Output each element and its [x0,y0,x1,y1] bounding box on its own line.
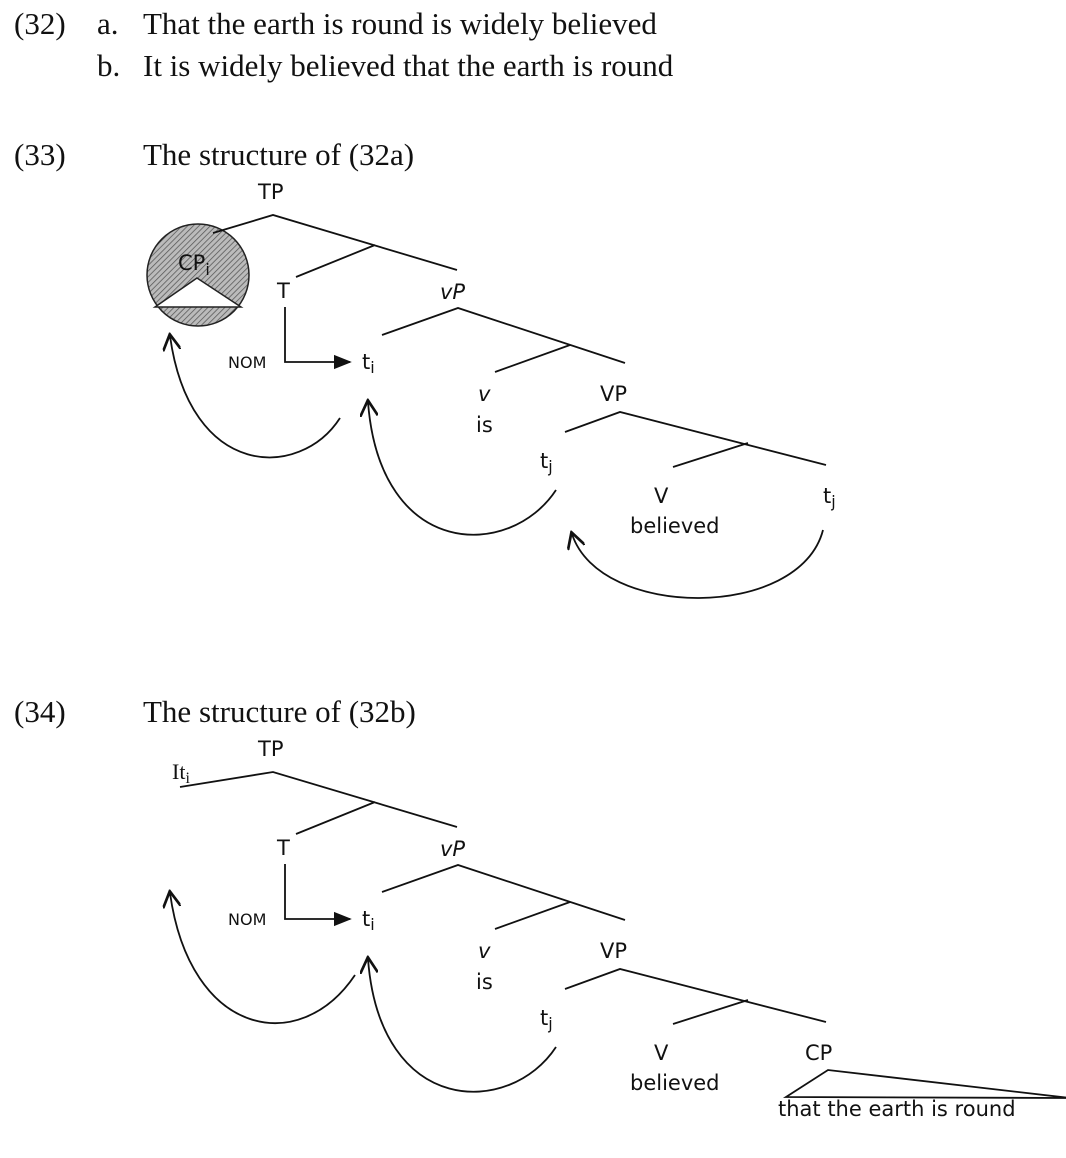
movement-arrow [368,959,557,1093]
node-trace-j: tj [540,1006,553,1033]
node-trace-j-object: tj [823,484,836,511]
highlight-circle [146,223,250,327]
node-cp: CPi [178,251,210,279]
movement-arrow [368,402,557,536]
example-number: (34) [14,694,66,729]
node-trace-i: ti [362,350,375,377]
tree-32b: TP Iti T vP NOM ti v is VP tj V believed… [170,737,1066,1121]
caption: The structure of (32a) [143,137,414,172]
node-v-small: v [478,382,491,406]
triangle [152,277,244,308]
caption: The structure of (32b) [143,694,416,729]
node-it: Iti [172,759,190,787]
nom-arrow [284,864,352,927]
example-number: (33) [14,137,66,172]
node-t: T [276,836,290,860]
branches [179,771,458,835]
word-is: is [476,970,493,994]
node-t: T [276,279,290,303]
example-number: (32) [14,6,66,41]
node-cp: CP [805,1041,832,1065]
node-trace-i: ti [362,907,375,934]
nom-label: NOM [228,910,266,929]
word-is: is [476,413,493,437]
sentence-b: It is widely believed that the earth is … [143,48,674,83]
branches [381,307,626,373]
movement-arrow [572,530,824,599]
node-tp: TP [257,180,284,204]
branches [564,968,827,1025]
word-believed: believed [630,1071,720,1095]
cp-triangle [782,1069,1066,1099]
node-tp: TP [257,737,284,761]
word-believed: believed [630,514,720,538]
branches [212,214,458,278]
node-vp-small: vP [440,837,465,861]
node-vp-small: vP [440,280,465,304]
node-v-small: v [478,939,491,963]
nom-arrow [284,307,352,370]
node-vp: VP [600,382,627,406]
cp-content: that the earth is round [778,1097,1016,1121]
movement-arrow [170,336,341,459]
tree-32a: CPi TP T vP NOM ti v is VP tj V believed… [146,180,836,599]
branches [381,864,626,930]
branches [564,411,827,468]
node-trace-j: tj [540,449,553,476]
movement-arrow [170,893,356,1024]
item-label-b: b. [97,48,120,83]
node-vp: VP [600,939,627,963]
node-v: V [654,484,669,508]
node-v: V [654,1041,669,1065]
nom-label: NOM [228,353,266,372]
sentence-a: That the earth is round is widely believ… [143,6,657,41]
example-32: (32) a. That the earth is round is widel… [14,6,674,83]
item-label-a: a. [97,6,119,41]
